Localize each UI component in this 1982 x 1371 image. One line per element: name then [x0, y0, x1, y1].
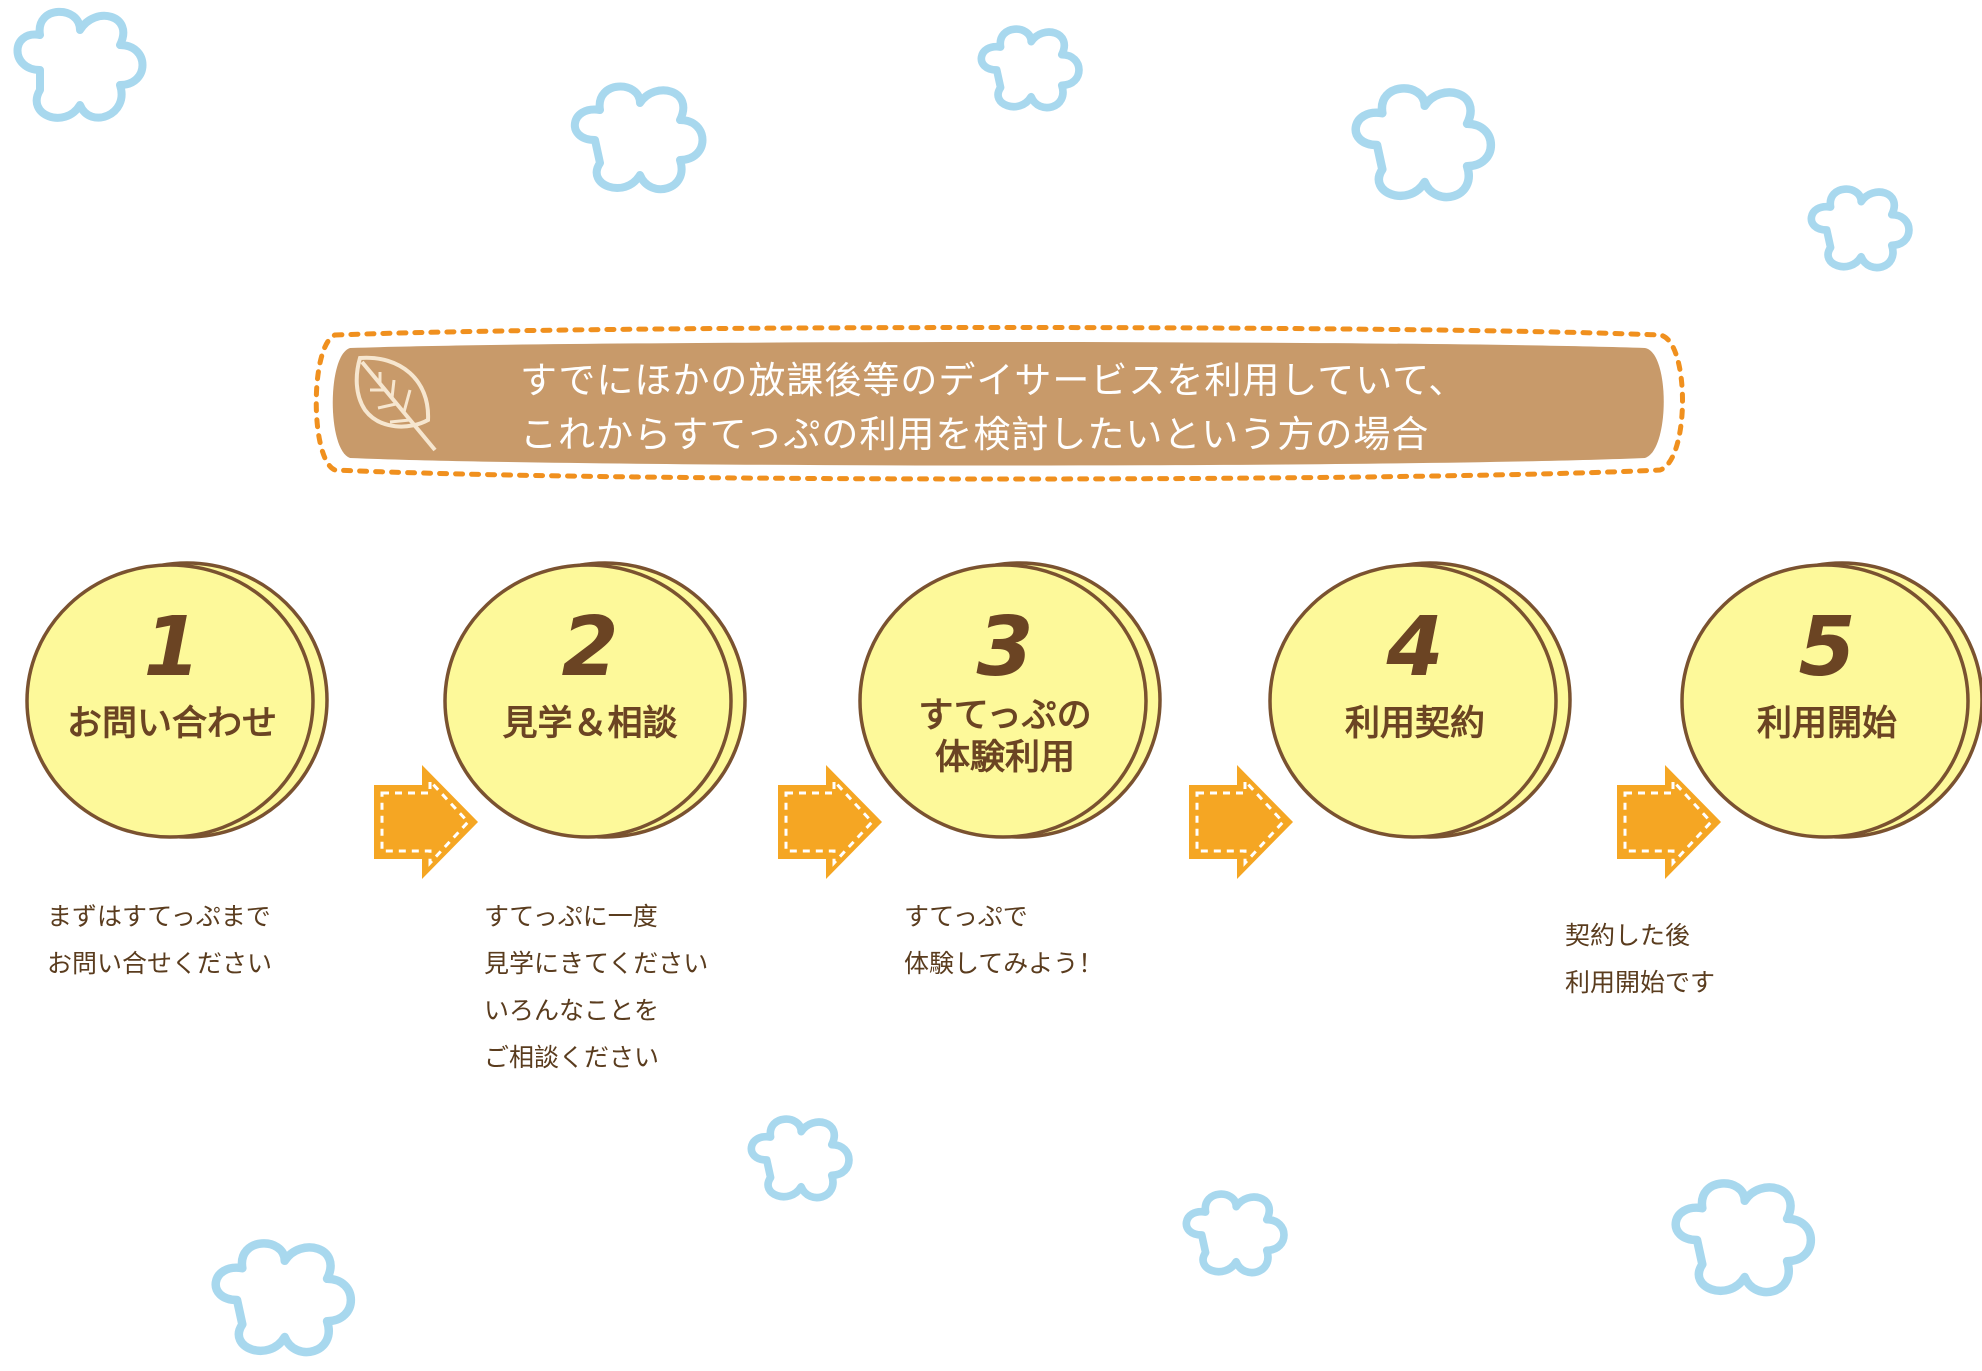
flower-icon — [747, 1115, 853, 1202]
flower-icon — [1351, 84, 1495, 202]
step-label: 利用開始 — [1756, 704, 1897, 744]
circle-icon — [858, 561, 1162, 839]
flower-icon — [211, 1239, 355, 1357]
step-number: 3 — [976, 600, 1034, 695]
arrow-right-icon — [1617, 765, 1721, 879]
step-1: 1 お問い合わせ — [22, 555, 332, 845]
intro-banner — [313, 325, 1685, 482]
step-2-description: すてっぷに一度 見学にきてください いろんなことを ご相談ください — [484, 902, 709, 1072]
step-5-description: 契約した後 利用開始です — [1565, 921, 1716, 997]
flower-icon — [13, 7, 147, 122]
step-4: 4 利用契約 — [1265, 555, 1575, 845]
step-number: 5 — [1798, 600, 1856, 695]
banner-line-2: これからすてっぷの利用を検討したいという方の場合 — [520, 413, 1430, 456]
step-3-description: すてっぷで 体験してみよう！ — [904, 902, 1104, 978]
circle-icon — [25, 561, 329, 839]
step-label: お問い合わせ — [66, 704, 277, 744]
arrow-right-icon — [374, 765, 478, 879]
step-5: 5 利用開始 — [1677, 555, 1982, 845]
flower-icon — [1671, 1179, 1815, 1297]
banner-line-1: すでにほかの放課後等のデイサービスを利用していて、 — [520, 359, 1467, 402]
step-number: 2 — [561, 600, 619, 695]
flower-icon — [571, 82, 707, 194]
flower-icon — [977, 25, 1083, 112]
banner-text: すでにほかの放課後等のデイサービスを利用していて、 これからすてっぷの利用を検討… — [520, 354, 1466, 462]
step-3: 3 すてっぷの体験利用 — [855, 555, 1165, 845]
step-number: 1 — [143, 600, 201, 695]
circle-icon — [443, 561, 747, 839]
step-label: 利用契約 — [1344, 704, 1485, 744]
step-1-description: まずはすてっぷまで お問い合せください — [47, 902, 273, 978]
flower-icon — [1807, 185, 1913, 272]
circle-icon — [1268, 561, 1572, 839]
flower-icon — [1182, 1190, 1288, 1277]
step-number: 4 — [1386, 600, 1444, 695]
leaf-icon — [354, 355, 437, 452]
arrow-right-icon — [1189, 765, 1293, 879]
step-label: 見学＆相談 — [502, 704, 678, 744]
circle-icon — [1680, 561, 1982, 839]
step-label: すてっぷの体験利用 — [918, 696, 1092, 778]
arrow-right-icon — [778, 765, 882, 879]
step-2: 2 見学＆相談 — [440, 555, 750, 845]
